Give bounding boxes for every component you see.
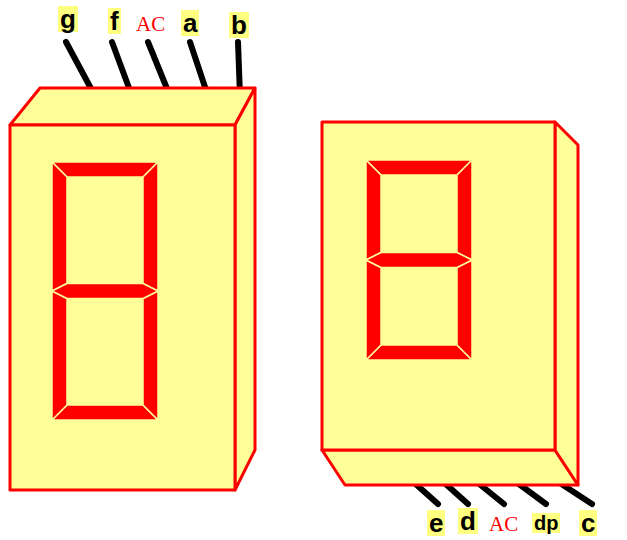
segment <box>366 160 472 175</box>
segment <box>366 345 472 360</box>
seven-segment-digit <box>366 160 472 360</box>
pin-label: e <box>427 510 445 536</box>
seven-segment-digit <box>52 162 158 420</box>
segment <box>52 291 67 420</box>
segment <box>52 405 158 420</box>
pin-label: dp <box>532 513 560 533</box>
segment <box>457 160 472 260</box>
segment <box>52 284 158 299</box>
pin-label: a <box>181 10 199 36</box>
common-anode-label: AC <box>488 514 519 535</box>
pin-label: f <box>108 8 121 34</box>
segment <box>366 260 381 360</box>
pin-label: b <box>229 12 249 38</box>
pin-label: d <box>458 508 478 534</box>
left-display-housing <box>10 88 255 490</box>
segment <box>366 160 381 260</box>
right-display-housing <box>322 122 578 485</box>
segment <box>143 162 158 291</box>
pin-label: c <box>579 510 597 536</box>
segment <box>366 253 472 268</box>
segment <box>52 162 158 177</box>
pin-label: g <box>58 6 78 32</box>
segment <box>457 260 472 360</box>
segment <box>143 291 158 420</box>
common-anode-label: AC <box>135 14 166 35</box>
segment <box>52 162 67 291</box>
